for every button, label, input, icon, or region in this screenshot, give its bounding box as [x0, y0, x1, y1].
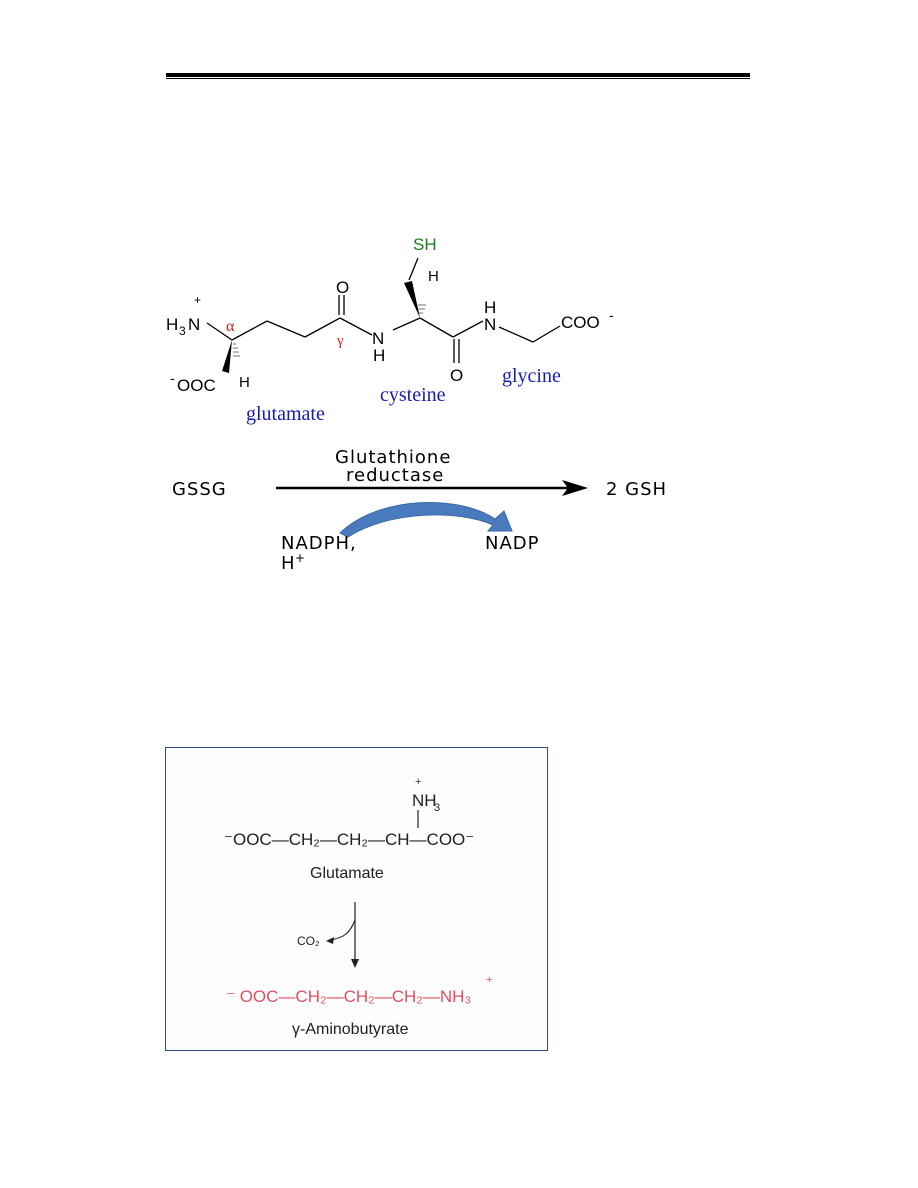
- co2-release-arrowhead: [326, 937, 334, 944]
- amide-n-2: N: [484, 315, 496, 334]
- sh-group: SH: [413, 235, 437, 254]
- carboxylate-right-charge: -: [609, 307, 614, 323]
- cofactor-nadp: NADP: [485, 533, 540, 554]
- alpha-label: α: [226, 318, 235, 335]
- label-cysteine: cysteine: [380, 384, 446, 406]
- cofactor-h: H: [281, 553, 295, 574]
- carboxylate-left: OOC: [177, 376, 216, 395]
- glutathione-figure: SH H + H 3 N α O γ N H O H N COO - - OOC…: [166, 235, 667, 574]
- carboxylate-right: COO: [561, 313, 600, 332]
- cofactor-nadph: NADPH,: [281, 533, 357, 554]
- amide-h-1: H: [373, 346, 385, 365]
- header-rule-thick: [166, 73, 750, 77]
- wedge-bond-cysteine: [404, 281, 420, 318]
- ammonium-subscript: 3: [179, 324, 186, 338]
- header-rule: [166, 73, 750, 79]
- product-gsh: 2 GSH: [606, 479, 667, 500]
- gaba-synthesis-box: + NH 3 ⁻OOC—CH₂—CH₂—CH—COO⁻ Glutamate CO…: [165, 747, 548, 1051]
- ammonium-h: H: [166, 315, 178, 334]
- gaba-nh3-charge: +: [486, 974, 492, 986]
- co2-release-arrow: [329, 919, 356, 941]
- glutamate-nh3-subscript: 3: [434, 802, 440, 814]
- enzyme-name-line1: Glutathione: [335, 447, 451, 468]
- glutamate-nh3: NH: [412, 791, 437, 810]
- amide-n-1: N: [372, 329, 384, 348]
- glutamate-formula: ⁻OOC—CH₂—CH₂—CH—COO⁻: [224, 830, 474, 849]
- reductase-reaction: Glutathione reductase GSSG 2 GSH NADPH, …: [172, 447, 667, 574]
- amide-h-2: H: [484, 298, 496, 317]
- hashed-bond-cysteine: [418, 304, 426, 314]
- carbonyl-oxygen-gamma: O: [336, 278, 349, 297]
- carbonyl-oxygen-cysteine: O: [450, 366, 463, 385]
- glutamate-label: Glutamate: [310, 865, 384, 882]
- cofactor-h-charge: +: [295, 551, 305, 565]
- cysteine-alpha-h: H: [428, 268, 439, 285]
- enzyme-name-line2: reductase: [346, 465, 444, 486]
- cofactor-curved-arrow: [339, 501, 513, 538]
- glutamate-nh3-charge: +: [415, 776, 421, 788]
- header-rule-thin: [166, 78, 750, 79]
- carboxylate-left-charge: -: [170, 370, 175, 386]
- label-glutamate: glutamate: [246, 403, 325, 425]
- glutamate-alpha-h: H: [239, 374, 250, 391]
- gaba-synthesis-figure: + NH 3 ⁻OOC—CH₂—CH₂—CH—COO⁻ Glutamate CO…: [224, 776, 492, 1038]
- hashed-bond-glutamate: [233, 343, 240, 357]
- reaction-arrowhead: [562, 480, 588, 496]
- co2-label: CO₂: [297, 934, 320, 948]
- gamma-label: γ: [336, 333, 344, 349]
- label-glycine: glycine: [502, 365, 561, 387]
- ammonium-charge: +: [194, 293, 201, 307]
- gaba-formula: ⁻ OOC—CH₂—CH₂—CH₂—NH₃: [226, 987, 471, 1006]
- gaba-label: γ-Aminobutyrate: [292, 1021, 409, 1038]
- glutathione-bonds: [206, 257, 561, 363]
- decarboxylation-arrowhead: [351, 959, 359, 968]
- wedge-bond-glutamate: [222, 340, 232, 373]
- ammonium-n: N: [188, 315, 200, 334]
- substrate-gssg: GSSG: [172, 479, 227, 500]
